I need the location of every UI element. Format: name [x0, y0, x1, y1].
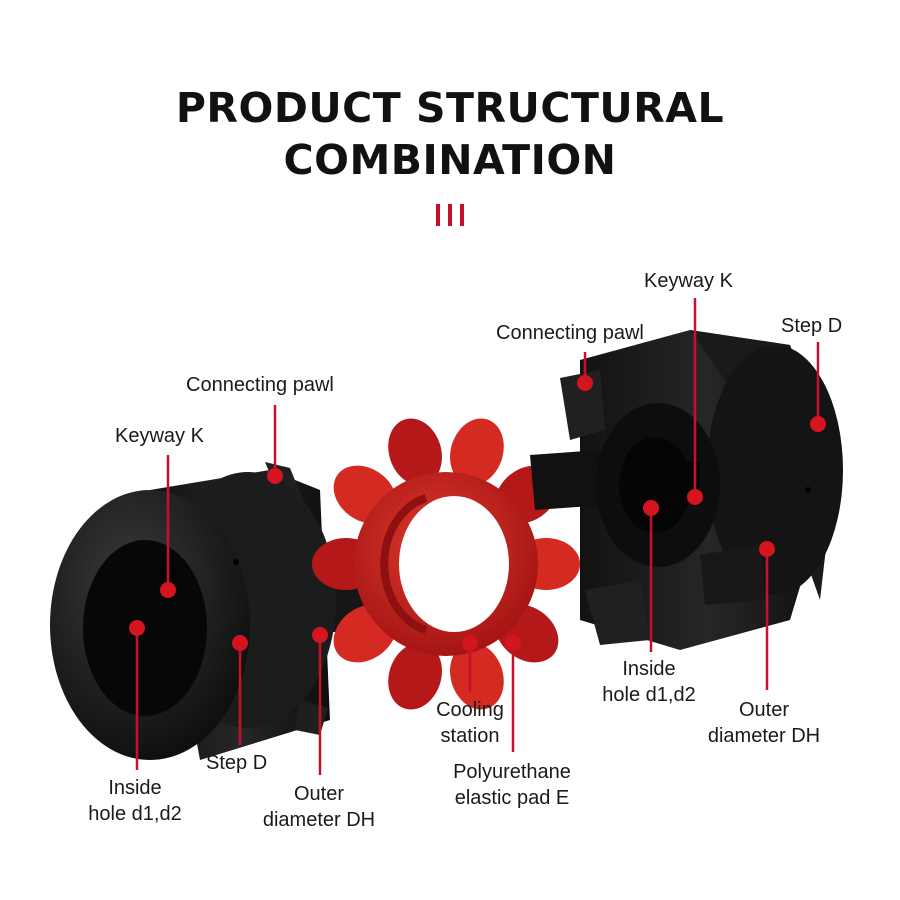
label-right-inside-hole: Inside hole d1,d2 [602, 658, 696, 706]
label-right-connecting-pawl: Connecting pawl [496, 322, 644, 344]
title-line-2: COMBINATION [283, 136, 617, 184]
label-right-outer-diameter: Outer diameter DH [707, 699, 821, 747]
right-hub-keyway [686, 462, 700, 492]
label-left-connecting-pawl: Connecting pawl [186, 374, 334, 396]
label-left-keyway: Keyway K [115, 425, 204, 447]
label-left-inside-hole: Inside hole d1,d2 [88, 777, 182, 825]
right-hub-step [707, 345, 843, 595]
label-right-step: Step D [781, 315, 843, 337]
right-hub-bore [619, 437, 691, 533]
label-left-outer-diameter: Outer diameter DH [262, 783, 376, 831]
right-hub [530, 330, 843, 650]
title-line-1: PRODUCT STRUCTURAL [175, 84, 725, 132]
label-cooling-station: Cooling station [436, 699, 504, 747]
spider-lobe [450, 642, 504, 710]
left-hub [50, 462, 364, 760]
polyurethane-spider [312, 418, 580, 710]
spider-lobe [388, 418, 442, 486]
spider-lobe [388, 642, 442, 710]
page-title: PRODUCT STRUCTURAL COMBINATION [0, 82, 900, 186]
label-left-step: Step D [206, 752, 268, 774]
spider-lobe [450, 418, 504, 486]
leader-lines [135, 298, 820, 775]
label-polyurethane-pad: Polyurethane elastic pad E [453, 761, 571, 809]
callout-dots [129, 375, 826, 651]
label-right-keyway: Keyway K [644, 270, 733, 292]
accent-bars-icon [436, 204, 466, 226]
